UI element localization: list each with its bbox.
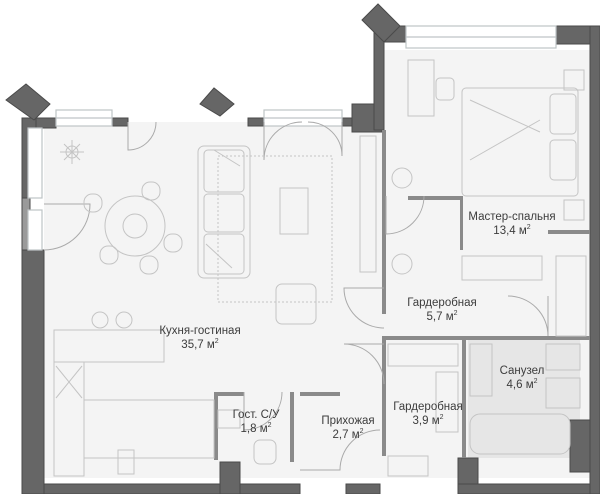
window-left [27, 127, 43, 199]
room-name: Санузел [499, 365, 545, 377]
wardrobe2-shelves [387, 343, 459, 433]
exterior-walls [5, 3, 600, 494]
hob [117, 449, 135, 475]
room-area: 3,9 м2 [412, 414, 444, 427]
room-name: Гардеробная [407, 297, 477, 309]
room-name: Гардеробная [393, 401, 463, 413]
armchair [275, 283, 317, 325]
room-label-hall: Прихожая 2,7 м2 [308, 414, 388, 442]
room-area: 13,4 м2 [493, 224, 531, 237]
doors [43, 121, 549, 471]
furniture [53, 59, 587, 477]
bedroom-pouf [391, 253, 413, 275]
wc-sink [217, 409, 241, 429]
bed [461, 87, 579, 197]
kitchen-bottom [83, 399, 215, 459]
room-name: Прихожая [321, 415, 375, 427]
rug [217, 155, 333, 303]
floors [44, 50, 590, 478]
room-label-wardrobe1: Гардеробная 5,7 м2 [392, 296, 492, 324]
desk [407, 59, 435, 117]
room-label-bath: Санузел 4,6 м2 [490, 364, 554, 392]
room-name: Мастер-спальня [468, 211, 556, 223]
floor-bathroom [468, 338, 580, 458]
room-area: 35,7 м2 [181, 338, 219, 351]
nightstand-bottom [563, 199, 585, 221]
room-area: 5,7 м2 [426, 310, 458, 323]
bar-stools [91, 311, 133, 329]
room-label-guest-wc: Гост. С/У 1,8 м2 [216, 408, 296, 436]
coffee-table [279, 187, 309, 235]
wc-toilet [253, 439, 277, 465]
plant [60, 140, 84, 164]
room-area: 2,7 м2 [332, 428, 364, 441]
tv-unit [359, 135, 377, 273]
nightstand-top [563, 69, 585, 91]
window-left-lower [27, 209, 43, 251]
room-label-master: Мастер-спальня 13,4 м2 [452, 210, 572, 238]
dining-table [83, 181, 183, 275]
bedroom-chair [435, 77, 455, 101]
floor-living [44, 122, 382, 478]
room-area: 4,6 м2 [506, 378, 538, 391]
bath-fixtures [469, 343, 581, 455]
room-label-kitchen: Кухня-гостиная 35,7 м2 [140, 324, 260, 352]
room-name: Гост. С/У [232, 409, 280, 421]
room-name: Кухня-гостиная [159, 325, 241, 337]
bedroom-plant [391, 167, 413, 189]
kitchen-counter [53, 329, 165, 363]
wardrobe1-shelves [461, 255, 587, 337]
room-label-wardrobe2: Гардеробная 3,9 м2 [382, 400, 474, 428]
hall-shoe-rack [387, 455, 429, 477]
interior-walls [214, 130, 590, 462]
sofa [197, 145, 251, 279]
room-area: 1,8 м2 [240, 422, 272, 435]
windows [27, 25, 557, 251]
